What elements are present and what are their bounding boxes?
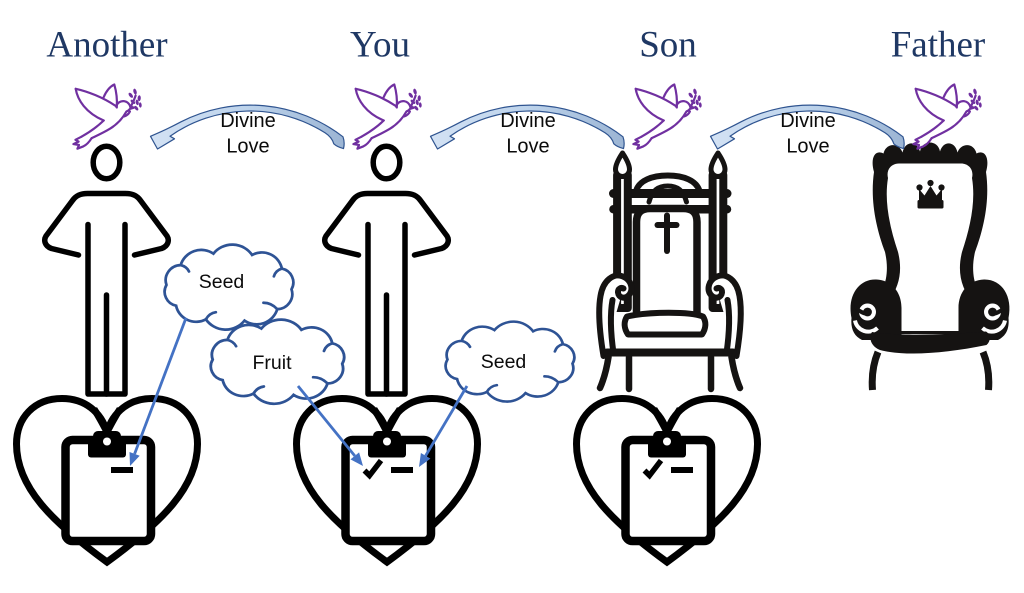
svg-text:Divine: Divine (500, 110, 556, 132)
svg-text:Seed: Seed (481, 351, 527, 373)
svg-text:Divine: Divine (780, 110, 836, 132)
svg-text:Seed: Seed (199, 271, 245, 293)
svg-text:Love: Love (506, 136, 549, 158)
svg-text:You: You (350, 25, 410, 66)
svg-text:Another: Another (46, 25, 167, 66)
svg-text:Divine: Divine (220, 110, 276, 132)
svg-text:Father: Father (891, 25, 986, 66)
svg-text:Love: Love (226, 136, 269, 158)
svg-text:Fruit: Fruit (253, 352, 293, 374)
svg-text:Love: Love (786, 136, 829, 158)
svg-text:Son: Son (639, 25, 697, 66)
